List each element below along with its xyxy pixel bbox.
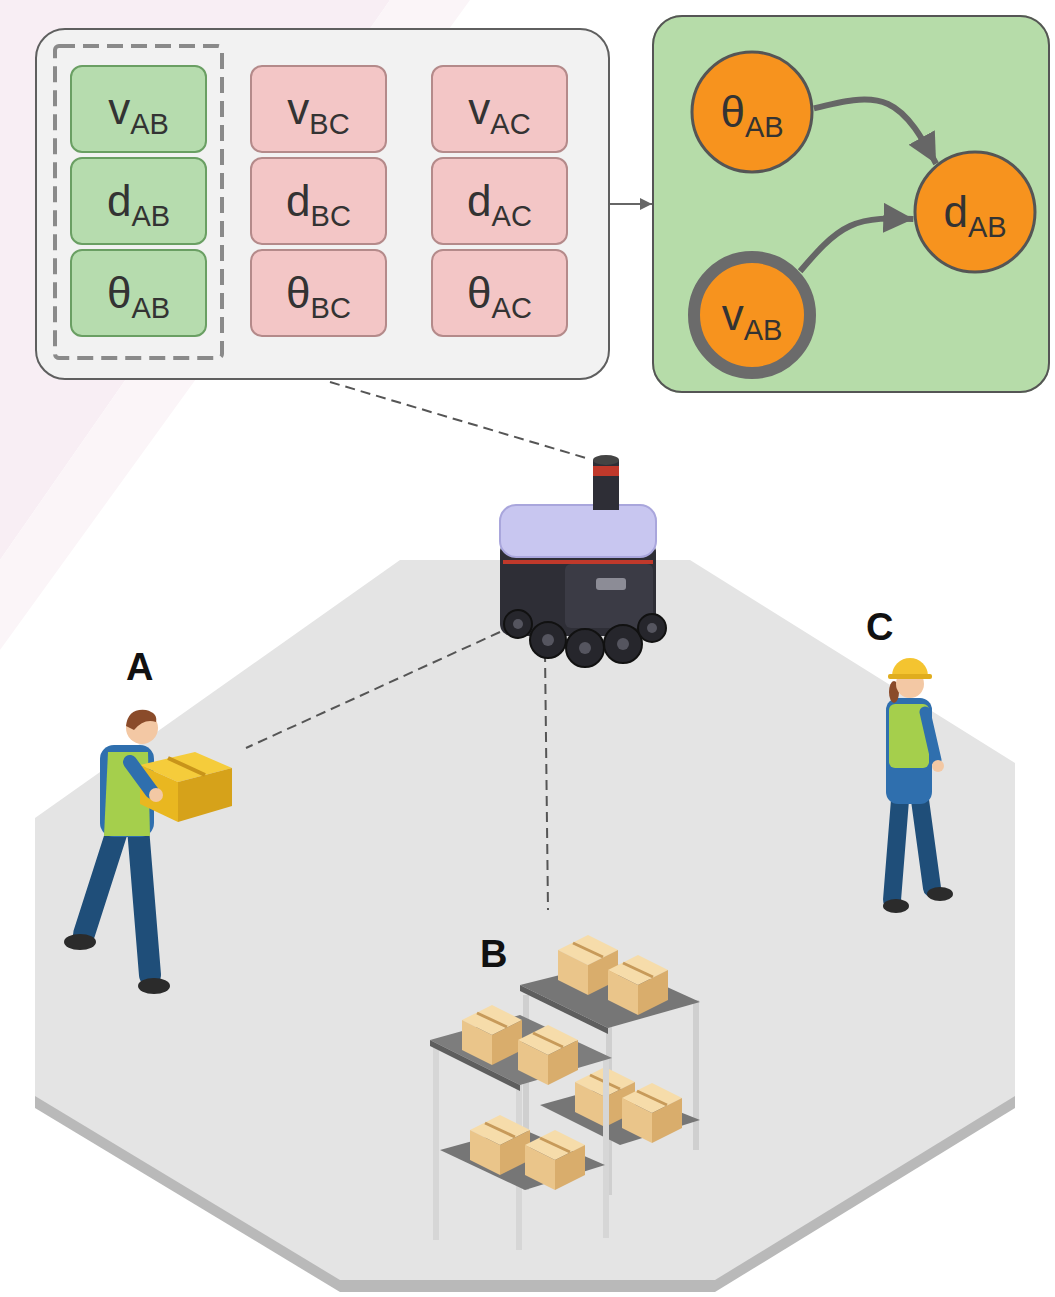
point-label: B xyxy=(480,935,507,973)
symbol-base: d xyxy=(943,187,967,236)
point-label: A xyxy=(126,648,153,686)
symbol-base: θ xyxy=(286,268,310,317)
variable-box: vBC xyxy=(250,65,387,153)
symbol-subscript: AB xyxy=(745,111,784,143)
variable-label: vAB xyxy=(722,293,783,337)
shelves xyxy=(430,935,700,1250)
variable-label: dAC xyxy=(467,179,532,223)
symbol-subscript: AC xyxy=(492,200,532,232)
symbol-subscript: AC xyxy=(490,108,530,140)
causal-arrow xyxy=(800,218,913,271)
symbol-base: v xyxy=(287,84,309,133)
symbol-base: v xyxy=(108,84,130,133)
symbol-subscript: BC xyxy=(309,108,349,140)
symbol-base: θ xyxy=(107,268,131,317)
variable-node: dAB xyxy=(913,150,1037,274)
symbol-subscript: BC xyxy=(311,200,351,232)
panel-ground xyxy=(652,15,1050,393)
causal-arrow xyxy=(814,100,936,164)
variable-box: dAC xyxy=(431,157,568,245)
variable-label: θAB xyxy=(720,90,783,134)
variable-box: θAB xyxy=(70,249,207,337)
variable-label: vAC xyxy=(468,87,530,131)
symbol-base: θ xyxy=(467,268,491,317)
worker-a xyxy=(64,710,232,994)
symbol-base: v xyxy=(468,84,490,133)
variable-box: θAC xyxy=(431,249,568,337)
leader-lines xyxy=(246,382,586,910)
variables-panel: vABdABθABvBCdBCθBCvACdACθAC xyxy=(35,28,610,380)
worker-c xyxy=(883,658,953,913)
panel-ground xyxy=(35,28,610,380)
variable-label: θAB xyxy=(107,271,170,315)
symbol-subscript: AB xyxy=(744,314,783,346)
symbol-subscript: AC xyxy=(492,292,532,324)
floor xyxy=(35,560,1015,1280)
variable-box: vAB xyxy=(70,65,207,153)
symbol-subscript: AB xyxy=(131,200,170,232)
variable-box: θBC xyxy=(250,249,387,337)
symbol-base: θ xyxy=(720,87,744,136)
variable-label: dBC xyxy=(286,179,351,223)
flow-arrow xyxy=(610,203,652,205)
variable-box: vAC xyxy=(431,65,568,153)
symbol-subscript: BC xyxy=(311,292,351,324)
variable-label: dAB xyxy=(107,179,170,223)
symbol-subscript: AB xyxy=(968,211,1007,243)
group-bracket xyxy=(55,46,222,358)
variable-node: vAB xyxy=(687,250,817,380)
causal-graph-panel: θABdABvAB xyxy=(652,15,1050,393)
variable-box: dBC xyxy=(250,157,387,245)
symbol-base: d xyxy=(467,176,491,225)
symbol-base: d xyxy=(286,176,310,225)
symbol-subscript: AB xyxy=(130,108,169,140)
variable-box: dAB xyxy=(70,157,207,245)
symbol-subscript: AB xyxy=(131,292,170,324)
symbol-base: v xyxy=(722,290,744,339)
variable-label: vBC xyxy=(287,87,349,131)
variable-label: dAB xyxy=(943,190,1006,234)
symbol-base: d xyxy=(107,176,131,225)
variable-label: θAC xyxy=(467,271,532,315)
variable-label: θBC xyxy=(286,271,351,315)
variable-label: vAB xyxy=(108,87,169,131)
robot xyxy=(500,455,666,667)
variable-node: θAB xyxy=(690,50,814,174)
point-label: C xyxy=(866,608,893,646)
